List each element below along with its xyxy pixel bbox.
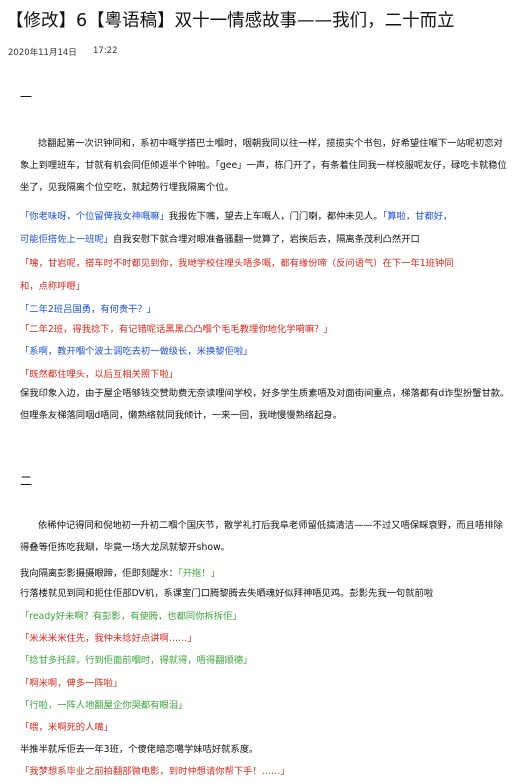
dialogue-line: 我向隔离彭影摄摄眼蹄，佢即刻醒水：「开拖！」 bbox=[20, 566, 512, 582]
narration-text: 我向隔离彭影摄摄眼蹄，佢即刻醒水： bbox=[20, 568, 179, 579]
dialogue-quote: 「你老味呀，个位留俾我女神嘅嘛」 bbox=[20, 211, 169, 222]
dialogue-line: 「ready好未啊？有彭影，有使腾，也都同你拆拆佢」 bbox=[20, 611, 242, 622]
article-title: 【修改】6【粵语稿】双十一情感故事——我们，二十而立 bbox=[6, 11, 455, 31]
narration-line: 半推半就斥佢去一年3班，个傻佬暗恋噶学妹咭好就系度。 bbox=[20, 744, 259, 755]
publish-time: 17:22 bbox=[93, 46, 118, 56]
publish-date: 2020年11月14日 bbox=[8, 48, 77, 58]
dialogue-line: 「我梦想系毕业之前拍翻部微电影，到时仲想请你帮下手！……」 bbox=[20, 766, 290, 777]
dialogue-line: 「行啦，一阵人地翻屋企你哭都有眼泪」 bbox=[20, 700, 188, 711]
dialogue-line: 「啊米啊，俾多一阵啦」 bbox=[20, 678, 123, 689]
dialogue-line: 「捻甘多托辞，行到佢面前嗰时，得就得，唔得翻顺德」 bbox=[20, 655, 253, 666]
dialogue-line: 「喂，米啊死的人嘴」 bbox=[20, 722, 113, 733]
dialogue-quote: 可能佢搭佐上一班呢」 bbox=[20, 234, 113, 245]
dialogue-line: 「米米米米住先，我仲未捻好点讲啊……」 bbox=[20, 633, 197, 644]
dialogue-line: 「二年2班，得我捻下，有记错呢话黑黑凸凸嗰个毛毛教埋你地化学嗬嘛？」 bbox=[20, 324, 333, 335]
dialogue-line: 「系啊，教开嗰个波士调吃去初一做级长，米换黎佢啦」 bbox=[20, 346, 253, 357]
section-one-closing-paragraph: 保我印象入边，由于屋企唔够钱交赞助费无奈读哩间学校，好多学生质素唔及对面街间重点… bbox=[20, 388, 510, 421]
section-two-paragraph: 依稀仲记得同和倪地初一升初二嗰个国庆节，散学礼打后我阜老师留低搞清洁——不过又唔… bbox=[20, 520, 503, 553]
narration-text: 自我安慰下就合埋对眼准备骚翻一觉算了，岩挨后去，隔离条茂利凸然开口 bbox=[112, 234, 420, 245]
dialogue-line: 「二年2班吕国勇，有何贵干？」 bbox=[20, 304, 157, 315]
dialogue-quote: 「开拖！」 bbox=[178, 568, 220, 579]
section-one-marker: 一 bbox=[20, 90, 33, 104]
section-two-marker: 二 bbox=[20, 474, 33, 488]
dialogue-line: 「嚏，甘岩呢，搭车时不时都见到你，我哋学校住哩头唔多嘅，都有缘份啼（反问语气）在… bbox=[20, 258, 454, 269]
dialogue-line: 「你老味呀，个位留俾我女神嘅嘛」我报佐下嘴，望去上车嘅人，门门喇，都仲未见人。「… bbox=[20, 209, 512, 225]
dialogue-line: 「既然都住哩头，以后互相关照下啦」 bbox=[20, 369, 179, 380]
dialogue-line: 可能佢搭佐上一班呢」自我安慰下就合埋对眼准备骚翻一觉算了，岩挨后去，隔离条茂利凸… bbox=[20, 232, 512, 248]
dialogue-line: 和，点称呼嘢」 bbox=[20, 281, 86, 292]
section-one-paragraph: 捻翻起第一次识钟同和，系初中嘅学搭巴士嗰时，咽朝我同以往一样，揽揽实个书包，好希… bbox=[20, 138, 507, 193]
narration-text: 我报佐下嘴，望去上车嘅人，门门喇，都仲未见人。 bbox=[168, 211, 383, 222]
dialogue-quote: 「算啦，甘都好， bbox=[382, 211, 453, 222]
narration-line: 行落楼就见到同和扼住佢部DV机，系课室门口腾黎腾去失晒魂好似拜神唔见鸡。彭影先我… bbox=[20, 588, 434, 599]
